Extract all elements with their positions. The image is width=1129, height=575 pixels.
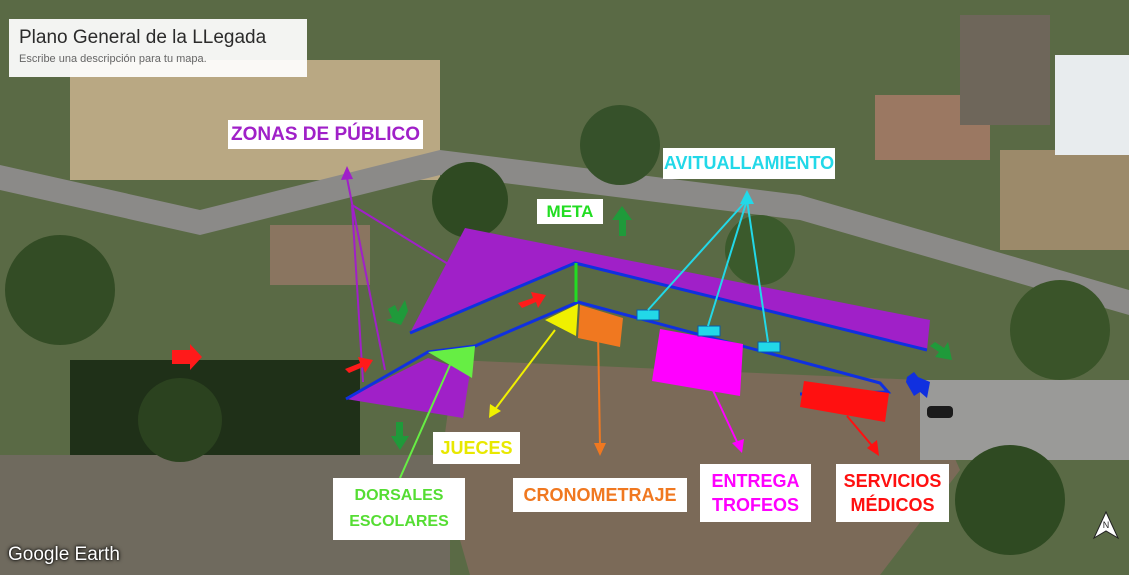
direction-arrow-red: [518, 292, 546, 308]
tree-cluster: [432, 162, 508, 238]
direction-arrow-green: [930, 342, 952, 360]
zona-publico-lower[interactable]: [346, 358, 470, 418]
avituallamiento-point[interactable]: [757, 341, 781, 353]
servicios-pointer: [846, 415, 875, 449]
servicios-medicos-area[interactable]: [800, 381, 889, 422]
cronometraje-pointer: [597, 329, 601, 447]
label-meta: META: [537, 199, 603, 224]
label-entrega-trofeos: ENTREGA TROFEOS: [700, 464, 811, 522]
compass-icon[interactable]: N: [1088, 508, 1124, 544]
avituallamiento-pointers: [647, 199, 769, 343]
parked-car: [927, 406, 953, 418]
avituallamiento-point[interactable]: [697, 325, 721, 337]
building-roof-3: [960, 15, 1050, 125]
tree-cluster: [580, 105, 660, 185]
jueces-arrowhead: [489, 404, 501, 418]
parking-lot: [920, 380, 1129, 460]
road: [0, 150, 1129, 315]
tree-cluster: [725, 215, 795, 285]
label-dorsales-line2: ESCOLARES: [349, 513, 449, 530]
cronometraje-arrowhead: [594, 443, 606, 456]
avituallamiento-arrowhead: [740, 190, 754, 204]
label-jueces: JUECES: [433, 432, 520, 464]
jueces-pointer: [492, 329, 556, 413]
zonas-publico-pointers: [346, 177, 449, 383]
entrega-pointer: [709, 383, 739, 445]
cronometraje-area[interactable]: [578, 305, 623, 347]
direction-arrow-green: [391, 422, 409, 450]
label-dorsales-escolares: DORSALES ESCOLARES: [333, 478, 465, 540]
entrega-trofeos-area[interactable]: [652, 329, 743, 396]
label-servicios-line2: MÉDICOS: [850, 495, 935, 515]
direction-arrow-green: [386, 300, 408, 325]
tree-cluster: [955, 445, 1065, 555]
label-entrega-line2: TROFEOS: [711, 495, 799, 515]
jueces-area[interactable]: [545, 304, 578, 336]
zonas-publico-arrowhead: [341, 166, 353, 180]
tree-cluster: [138, 378, 222, 462]
label-entrega-line1: ENTREGA: [711, 471, 800, 491]
avituallamiento-point[interactable]: [636, 309, 660, 321]
map-info-panel: Plano General de la LLegada Escribe una …: [9, 19, 307, 77]
tree-cluster: [5, 235, 115, 345]
direction-arrow-blue: [906, 372, 930, 398]
zona-publico-upper[interactable]: [410, 228, 930, 350]
label-zonas-publico: ZONAS DE PÚBLICO: [228, 120, 423, 149]
dorsales-area[interactable]: [428, 346, 475, 378]
map-description[interactable]: Escribe una descripción para tu mapa.: [19, 53, 207, 65]
map-title: Plano General de la LLegada: [19, 27, 267, 48]
label-avituallamiento: AVITUALLAMIENTO: [663, 148, 835, 179]
field-area-right: [1000, 150, 1129, 250]
tree-cluster: [1010, 280, 1110, 380]
servicios-arrowhead: [867, 440, 879, 456]
entrega-arrowhead: [732, 439, 744, 453]
label-dorsales-line1: DORSALES: [354, 487, 444, 504]
dorsales-pointer: [399, 364, 451, 479]
direction-arrow-red: [172, 344, 202, 370]
direction-arrow-green: [612, 206, 632, 236]
label-cronometraje: CRONOMETRAJE: [513, 478, 687, 512]
label-servicios-line1: SERVICIOS: [843, 471, 942, 491]
direction-arrow-red: [345, 357, 373, 373]
sports-court: [1055, 55, 1129, 155]
label-servicios-medicos: SERVICIOS MÉDICOS: [836, 464, 949, 522]
svg-text:N: N: [1103, 520, 1110, 530]
google-earth-watermark: Google Earth: [8, 544, 120, 565]
